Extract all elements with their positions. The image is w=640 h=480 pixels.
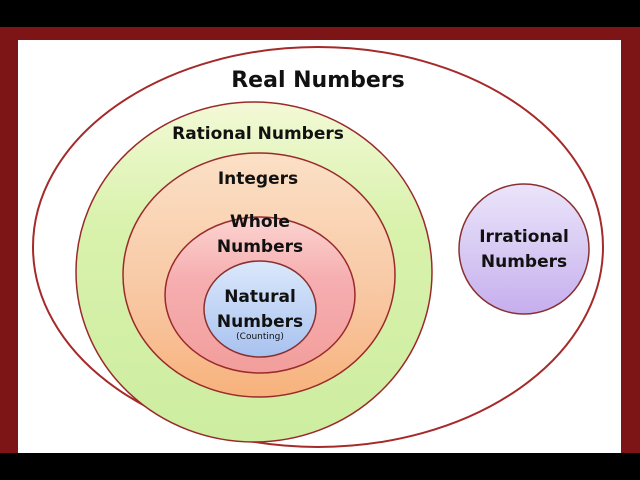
integers-label: Integers xyxy=(217,169,299,189)
venn-diagram xyxy=(32,46,604,448)
diagram-canvas: Real Numbers Rational Numbers Integers W… xyxy=(18,40,621,453)
natural-numbers-note: (Counting) xyxy=(236,332,284,342)
irrational-numbers-label: Irrational Numbers xyxy=(479,227,569,272)
real-numbers-label: Real Numbers xyxy=(231,68,405,93)
whole-numbers-label: Whole Numbers xyxy=(216,212,304,257)
natural-numbers-label: Natural Numbers xyxy=(216,287,304,332)
irrational-numbers-circle xyxy=(458,183,590,315)
natural-numbers-circle xyxy=(203,260,317,358)
rational-numbers-label: Rational Numbers xyxy=(172,124,344,144)
